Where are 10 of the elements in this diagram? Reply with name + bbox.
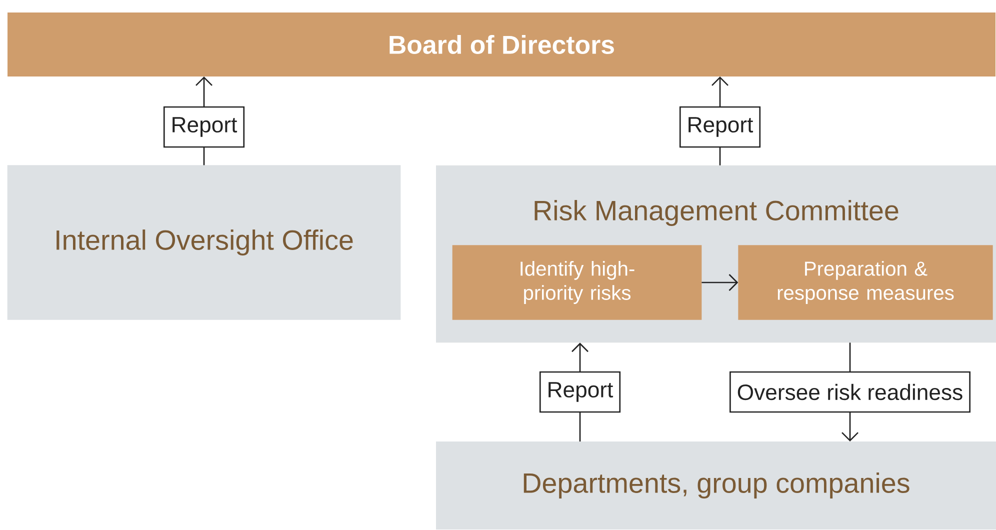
- edge-label: Report: [163, 106, 245, 148]
- edge-label: Oversee risk readiness: [730, 371, 970, 413]
- edge-label: Report: [679, 106, 761, 148]
- process-box: Preparation & response measures: [738, 245, 993, 320]
- organization-panel: Departments, group companies: [436, 442, 996, 530]
- arrow: [702, 274, 738, 291]
- board-band: Board of Directors: [8, 12, 996, 76]
- organization-panel: Internal Oversight Office: [7, 165, 401, 320]
- process-box: Identify high-priority risks: [452, 245, 702, 320]
- edge-label: Report: [539, 371, 621, 413]
